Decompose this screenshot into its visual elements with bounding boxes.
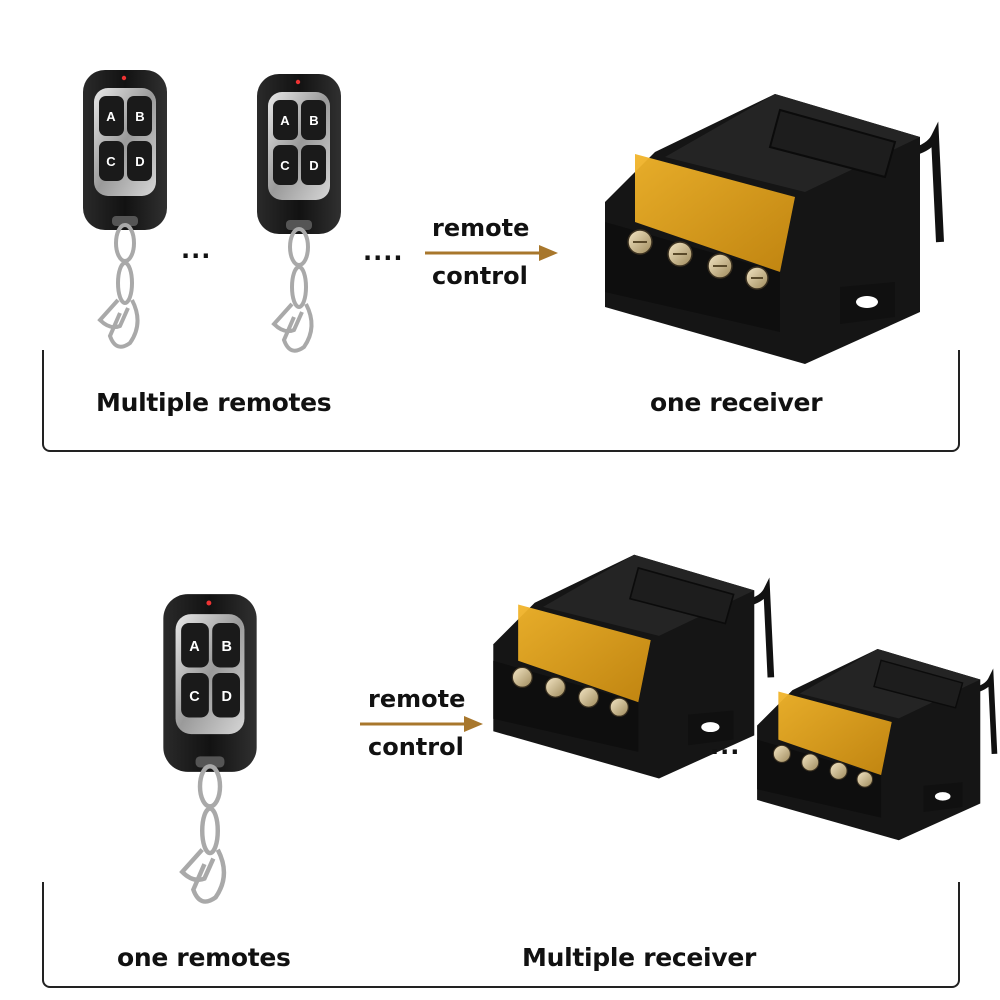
panel-2-right-label: Multiple receiver — [522, 943, 756, 972]
remote-button-C: C — [189, 689, 200, 705]
remote-buttons: A B C D — [99, 96, 152, 181]
panel-frame-bottom — [42, 882, 960, 988]
receiver-icon — [757, 648, 998, 841]
remote-button-A: A — [106, 109, 116, 124]
remote-button-D: D — [309, 158, 318, 173]
ellipsis-1: ... — [181, 236, 212, 264]
remote-icon: A B C D — [83, 70, 167, 349]
remote-button-A: A — [280, 113, 290, 128]
panel-1-right-label: one receiver — [650, 388, 823, 417]
panel-1-left-label: Multiple remotes — [96, 388, 332, 417]
remote-button-C: C — [280, 158, 290, 173]
panel-2-left-label: one remotes — [117, 943, 291, 972]
ellipsis-2: .... — [363, 238, 404, 266]
keyring-icon — [97, 223, 140, 349]
arrow-label-bottom: control — [368, 733, 464, 761]
remote-button-C: C — [106, 154, 116, 169]
ellipsis-3: ... — [710, 732, 741, 760]
arrow-label-bottom: control — [432, 262, 528, 290]
arrow-label-top: remote — [432, 214, 530, 242]
remote-icon: A B C D — [257, 74, 341, 353]
remote-button-D: D — [135, 154, 144, 169]
arrow-label-top: remote — [368, 685, 466, 713]
remote-button-B: B — [221, 639, 231, 655]
arrow-icon — [425, 245, 558, 261]
receiver-icon — [605, 94, 944, 364]
remote-icon: A B C D — [163, 594, 257, 904]
remote-button-B: B — [135, 109, 144, 124]
remote-button-B: B — [309, 113, 318, 128]
receiver-icon — [493, 554, 775, 779]
remote-button-A: A — [189, 639, 200, 655]
panel-frame-top — [42, 350, 960, 452]
arrow-icon — [360, 716, 483, 732]
remote-button-D: D — [221, 689, 231, 705]
